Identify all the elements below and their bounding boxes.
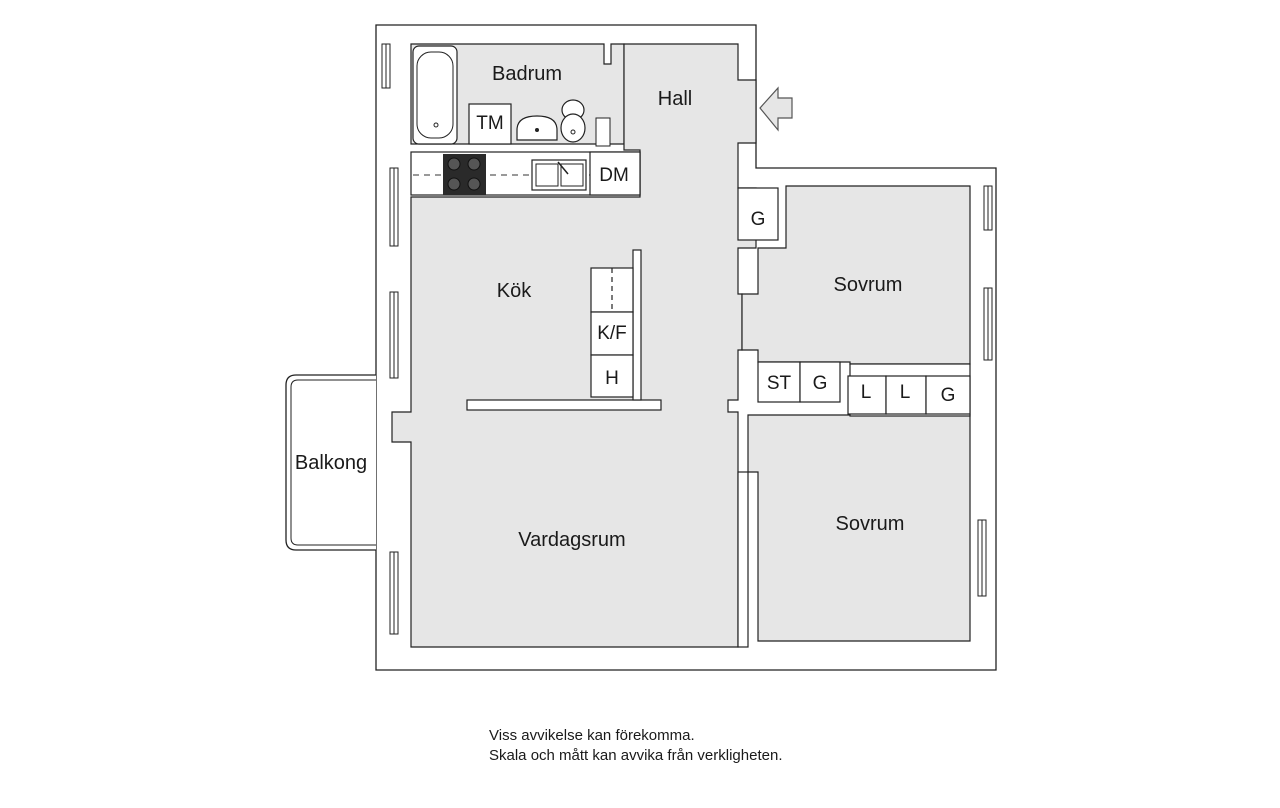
fixture-label-g-hall: G — [751, 209, 766, 230]
entrance-arrow-icon — [759, 86, 793, 132]
room-label-sovrum-2: Sovrum — [836, 513, 905, 535]
dishwasher-box — [589, 151, 641, 196]
floor-areas — [391, 43, 971, 648]
room-label-vardagsrum: Vardagsrum — [518, 529, 625, 551]
balcony-inner — [290, 379, 376, 546]
disclaimer-line-2: Skala och mått kan avvika från verklighe… — [489, 747, 783, 764]
room-label-badrum: Badrum — [492, 63, 562, 85]
living-divider — [466, 399, 662, 411]
hall-closet-box — [737, 187, 779, 241]
fixture-label-g-right: G — [941, 385, 956, 406]
hall-wall-lower — [737, 471, 749, 648]
bathroom-wall-stub — [595, 117, 611, 147]
fixture-label-dm: DM — [599, 165, 629, 186]
disclaimer-line-1: Viss avvikelse kan förekomma. — [489, 727, 695, 744]
fixture-label-g-mid: G — [813, 373, 828, 394]
fixture-label-l1: L — [861, 382, 872, 403]
sink-icon — [531, 159, 587, 191]
fixture-label-kf: K/F — [597, 323, 627, 344]
room-label-hall: Hall — [658, 88, 692, 110]
main-floor — [391, 43, 757, 648]
bathtub-icon — [412, 45, 458, 145]
room-label-sovrum-1: Sovrum — [834, 274, 903, 296]
fixture-label-h: H — [605, 368, 619, 389]
room-label-balkong: Balkong — [295, 452, 367, 474]
toilet-icon — [560, 99, 586, 143]
stove-icon — [443, 154, 486, 195]
washbasin-icon — [516, 115, 558, 141]
storage-boxes — [757, 361, 971, 415]
disclaimer: Viss avvikelse kan förekomma. Skala och … — [489, 726, 782, 766]
windows — [381, 43, 993, 635]
washing-machine-box — [468, 103, 512, 145]
kitchen-island-wall — [632, 249, 642, 401]
balcony-outline — [285, 374, 376, 551]
fixture-label-l2: L — [900, 382, 911, 403]
kitchen-cabinets — [590, 267, 634, 398]
fixture-label-tm: TM — [476, 113, 503, 134]
fixture-label-st: ST — [767, 373, 792, 394]
room-label-kok: Kök — [497, 280, 532, 302]
